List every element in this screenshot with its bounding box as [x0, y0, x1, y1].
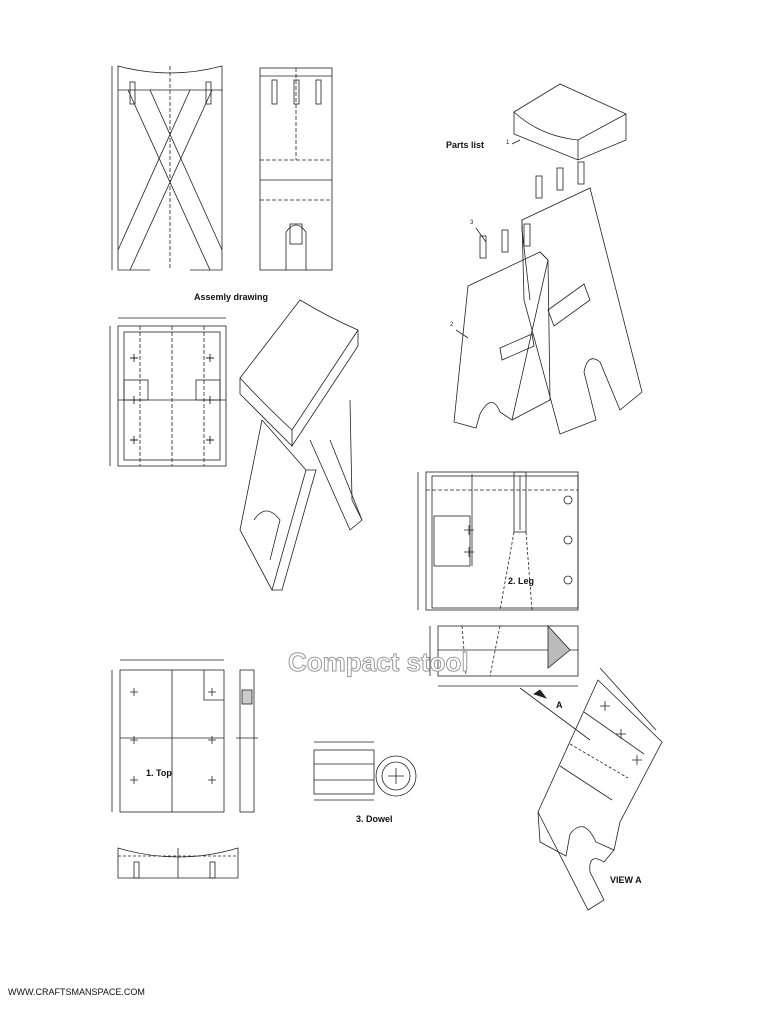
plan-view — [109, 317, 227, 467]
view-a — [519, 667, 663, 911]
dowel-detail — [313, 741, 417, 801]
front-view — [111, 65, 223, 271]
side-view — [259, 67, 333, 271]
drawing-title: Compact stool — [288, 647, 470, 678]
footer-url[interactable]: WWW.CRAFTSMANSPACE.COM — [8, 987, 145, 997]
leg-label: 2. Leg — [508, 576, 535, 586]
callout-dowel: 3 — [470, 220, 474, 226]
isometric-stool — [239, 299, 363, 592]
exploded-view — [453, 83, 643, 435]
view-a-label: VIEW A — [610, 875, 642, 885]
top-label: 1. Top — [146, 768, 172, 778]
arrow-a-label: A — [556, 700, 563, 710]
callout-top: 1 — [506, 140, 510, 146]
top-detail — [111, 659, 258, 879]
dowel-label: 3. Dowel — [356, 814, 393, 824]
leg-detail — [417, 471, 579, 687]
parts-list-label: Parts list — [446, 140, 485, 150]
callout-leg: 2 — [450, 322, 454, 328]
assembly-label: Assemly drawing — [194, 292, 269, 302]
